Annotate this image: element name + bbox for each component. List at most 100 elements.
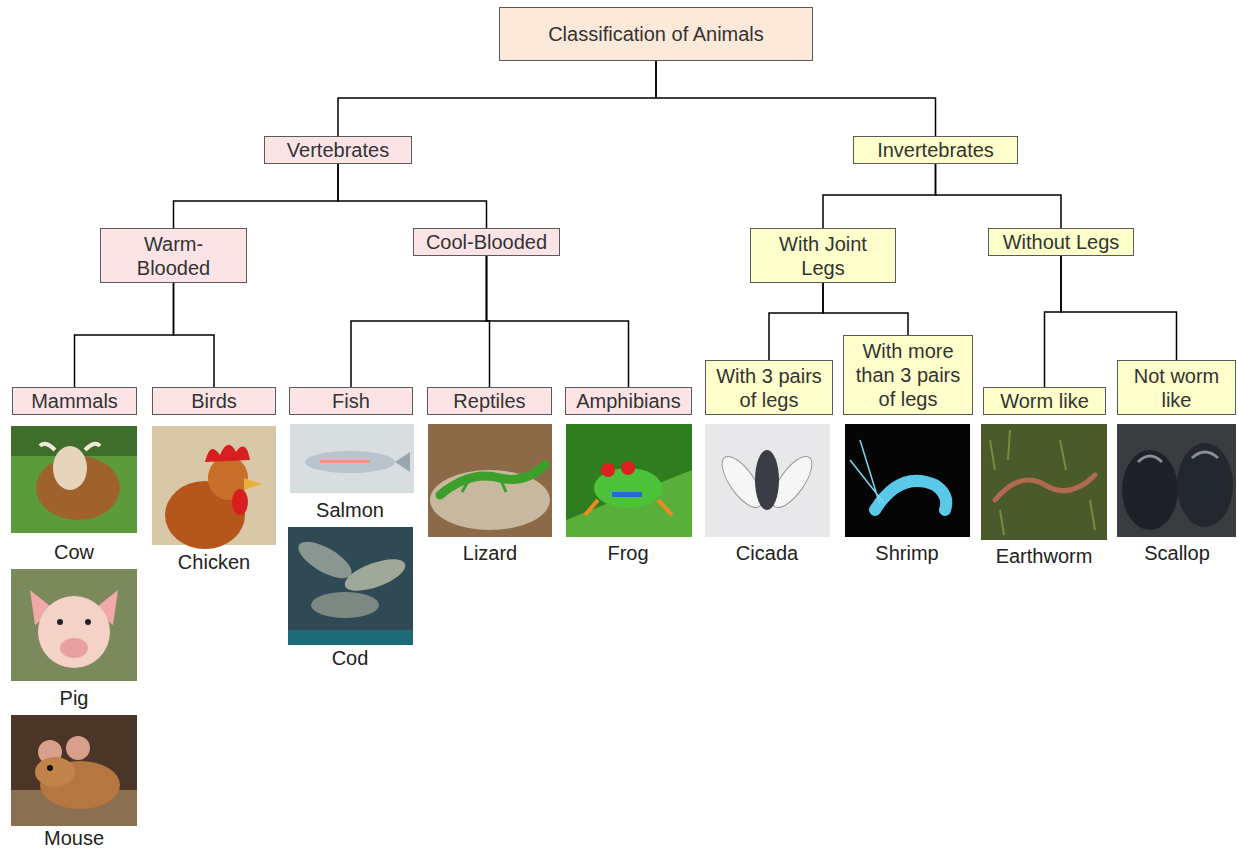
animal-name: Mouse [44,828,104,849]
shell-highlight [1138,452,1218,462]
photo-ground [845,424,970,537]
photo-ground [1117,424,1236,537]
animal-name: Cod [332,648,369,669]
node-text: With Joint Legs [763,232,883,280]
lizard-legs [462,478,506,492]
category-box: Warm-Blooded [100,228,247,283]
tree-connector [656,61,936,136]
photo-ground [290,424,414,493]
animal-name: Salmon [316,500,384,521]
shell [1177,443,1233,527]
pig-eye [85,619,91,625]
mouse-photo [11,715,137,826]
tree-connector [487,256,629,387]
photo-ground [11,715,137,826]
tree-connector [1061,256,1177,360]
node-text: Vertebrates [287,138,389,162]
cod-fish [341,553,409,597]
lizard-photo [428,424,552,537]
category-box: Invertebrates [853,136,1018,164]
tree-connector [174,164,339,228]
shell [1122,450,1178,530]
frog-photo [566,424,692,537]
salmon-tail [395,452,410,472]
category-box: Not worm like [1117,360,1236,415]
earthworm-photo [981,424,1107,540]
pig-head [38,596,110,668]
shrimp-body [875,481,946,510]
cicada-body [755,450,779,510]
cow-horns [40,444,100,450]
category-box: Reptiles [427,387,552,415]
pig-photo [11,569,137,681]
category-box: With 3 pairs of legs [705,360,833,415]
chicken-photo [152,426,276,549]
pig-eye [57,619,63,625]
node-text: With 3 pairs of legs [710,364,828,412]
frog-eye [621,461,635,475]
salmon-photo [290,424,414,493]
grass [990,430,1095,535]
tree-connector [174,283,215,387]
category-box: Without Legs [988,228,1134,256]
cod-fish [293,535,357,586]
chicken-comb [205,445,250,462]
animal-name: Chicken [178,552,250,573]
category-box: Birds [152,387,276,415]
photo-ground [705,424,830,537]
chicken-beak [244,478,262,490]
photo-ground [566,424,692,537]
photo-ground [428,424,552,537]
tree-connector [769,283,823,360]
animal-name: Shrimp [875,543,938,564]
shrimp-photo [845,424,970,537]
salmon-stripe [320,460,370,463]
mouse-ear [66,736,90,760]
node-text: Invertebrates [877,138,994,162]
scallop-photo [1117,424,1236,537]
node-text: Cool-Blooded [426,230,547,254]
tree-connector [351,256,487,387]
category-box: Mammals [12,387,137,415]
photo-ground [11,569,137,681]
animal-name: Cow [54,542,94,563]
node-text: Reptiles [453,389,525,413]
category-box: Fish [289,387,413,415]
cod-photo [288,527,413,645]
animal-name: Scallop [1144,543,1210,564]
frog-side [612,492,642,497]
earthworm [995,475,1095,500]
category-box: With Joint Legs [750,228,896,283]
tree-connector [338,164,487,228]
node-text: Birds [191,389,237,413]
cicada-photo [705,424,830,537]
root-box: Classification of Animals [499,7,813,61]
node-text: With more than 3 pairs of legs [848,339,968,411]
cow-head [53,446,87,490]
frog-eye [601,463,615,477]
node-text: Classification of Animals [548,22,764,46]
tree-connector [936,164,1062,228]
chicken-wattle [232,489,248,515]
salmon-fish [305,451,395,473]
category-box: With more than 3 pairs of legs [843,335,973,415]
tree-connector [1045,256,1062,387]
animal-name: Earthworm [996,546,1093,567]
node-text: Not worm like [1122,364,1231,412]
node-text: Worm like [1000,389,1089,413]
category-box: Cool-Blooded [413,228,560,256]
frog-legs [585,500,672,515]
photo-ground [11,426,137,533]
animal-name: Lizard [463,543,517,564]
cow-photo [11,426,137,533]
shrimp-antennae [850,440,884,505]
category-box: Amphibians [565,387,692,415]
animal-name: Frog [607,543,648,564]
node-text: Warm-Blooded [113,232,234,280]
node-text: Without Legs [1003,230,1120,254]
node-text: Fish [332,389,370,413]
mouse-eye [47,765,53,771]
tree-connector [338,61,656,136]
